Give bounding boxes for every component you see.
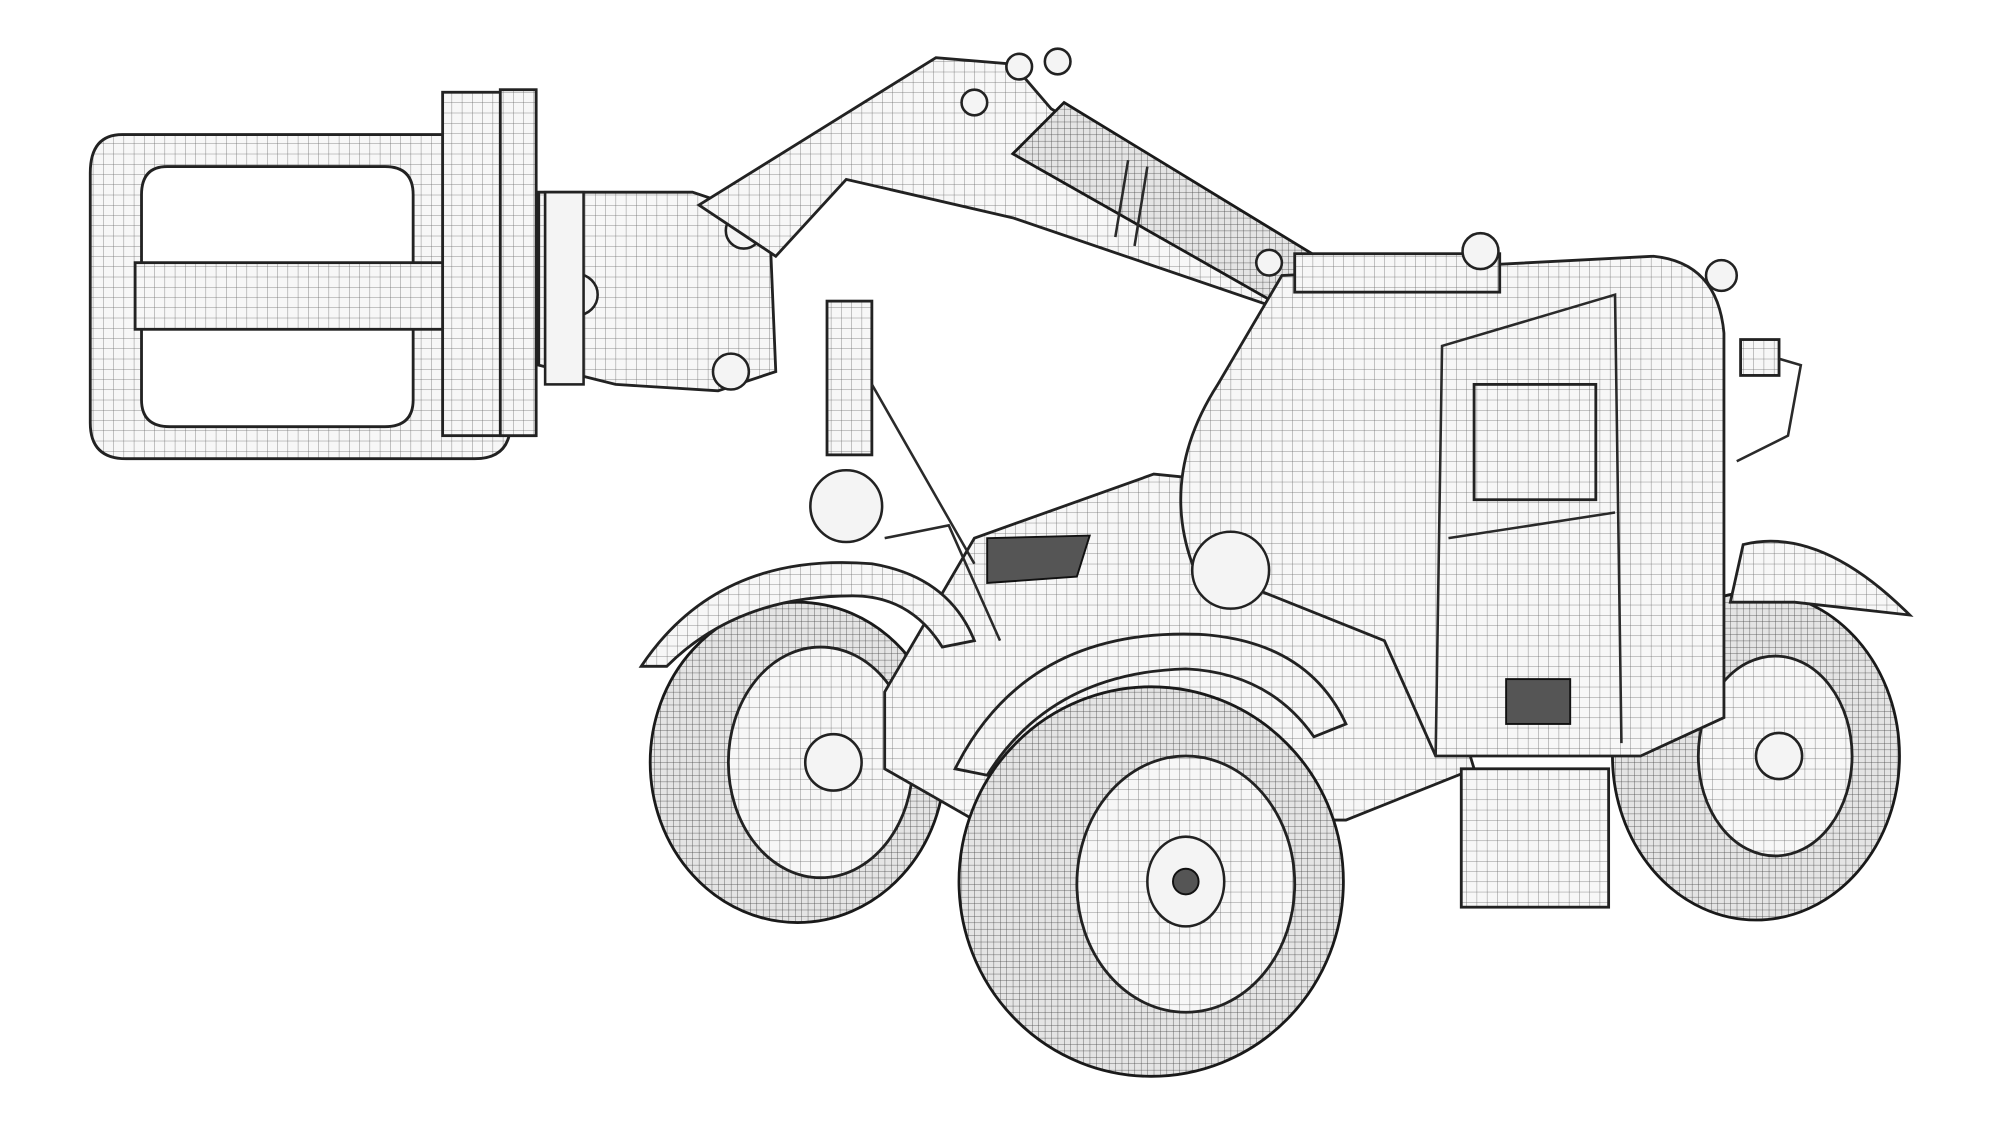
fender-front-left — [953, 632, 1348, 777]
fender-rear-left — [638, 561, 977, 668]
wheel-rear-left — [648, 600, 947, 924]
clamp-mount-post — [498, 88, 538, 438]
front-light-post — [809, 299, 1002, 642]
boom-head — [537, 190, 778, 393]
work-light — [1190, 530, 1271, 610]
side-mirror — [1739, 338, 1781, 377]
bale-clamp — [88, 88, 611, 461]
cab — [1179, 231, 1914, 758]
access-step — [1459, 767, 1611, 909]
wheel-front-left — [957, 685, 1345, 1078]
telescopic-boom — [696, 47, 1329, 316]
